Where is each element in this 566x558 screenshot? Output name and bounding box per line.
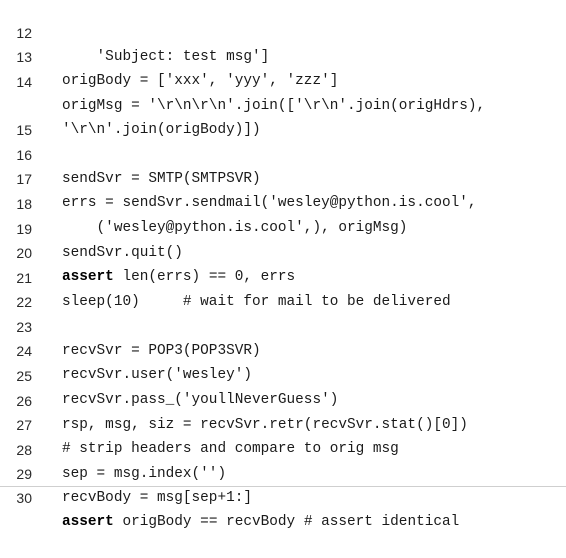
code-line: 28 sep = msg.index('') (0, 414, 226, 482)
line-code: '\r\n'.join(origBody)]) (62, 118, 261, 142)
line-number: 13 (16, 49, 32, 65)
line-number: 16 (16, 147, 32, 163)
code-line: 27 # strip headers and compare to orig m… (0, 389, 398, 457)
code-text: origBody = ['xxx', 'yyy', 'zzz'] (62, 73, 339, 89)
code-line: 17 errs = sendSvr.sendmail('wesley@pytho… (0, 143, 476, 211)
line-number: 15 (16, 122, 32, 138)
line-number: 26 (16, 393, 32, 409)
code-text: sleep(10) # wait for mail to be delivere… (62, 294, 451, 310)
code-text: sep = msg.index('') (62, 466, 227, 482)
code-line: 15 (0, 94, 35, 138)
code-line: 21 sleep(10) # wait for mail to be deliv… (0, 242, 450, 310)
line-number: 27 (16, 417, 32, 433)
code-text: '\r\n'.join(origBody)]) (62, 122, 261, 138)
code-line: 22 (0, 266, 35, 310)
line-code: recvSvr.user('wesley') (62, 363, 252, 387)
line-code: # strip headers and compare to orig msg (62, 437, 399, 461)
code-text: recvSvr = POP3(POP3SVR) (62, 343, 261, 359)
line-code: recvSvr.pass_('youllNeverGuess') (62, 388, 338, 412)
line-number: 28 (16, 442, 32, 458)
line-code: errs = sendSvr.sendmail('wesley@python.i… (62, 191, 477, 215)
line-code: 'Subject: test msg'] (62, 45, 270, 69)
line-number: 20 (16, 245, 32, 261)
line-code: sendSvr.quit() (62, 241, 183, 265)
line-code: recvBody = msg[sep+1:] (62, 486, 252, 510)
line-number: 17 (16, 171, 32, 187)
code-text: origBody == recvBody # assert identical (113, 514, 460, 530)
line-code: origMsg = '\r\n\r\n'.join(['\r\n'.join(o… (62, 94, 485, 118)
line-code: assert len(errs) == 0, errs (62, 265, 295, 289)
line-code: recvSvr = POP3(POP3SVR) (62, 339, 261, 363)
code-text: sendSvr = SMTP(SMTPSVR) (62, 171, 261, 187)
code-line: 19 sendSvr.quit() (0, 193, 182, 261)
line-number: 25 (16, 368, 32, 384)
code-text: rsp, msg, siz = recvSvr.retr(recvSvr.sta… (62, 417, 468, 433)
line-number: 23 (16, 319, 32, 335)
code-text: errs = sendSvr.sendmail('wesley@python.i… (62, 195, 477, 211)
code-line: 30 assert origBody == recvBody # assert … (0, 462, 459, 530)
code-line-continuation: '\r\n'.join(origBody)]) (0, 70, 261, 138)
line-number: 21 (16, 270, 32, 286)
line-code: ('wesley@python.is.cool',), origMsg) (62, 216, 408, 240)
code-text: len(errs) == 0, errs (113, 269, 296, 285)
line-number: 18 (16, 196, 32, 212)
code-line: 25 recvSvr.pass_('youllNeverGuess') (0, 340, 338, 408)
line-number: 14 (16, 74, 32, 90)
code-text: recvSvr.pass_('youllNeverGuess') (62, 392, 339, 408)
line-number: 19 (16, 221, 32, 237)
line-code: assert origBody == recvBody # assert ide… (62, 510, 459, 534)
line-code: sleep(10) # wait for mail to be delivere… (62, 290, 451, 314)
code-line: 12 'Subject: test msg'] (0, 0, 269, 65)
line-code: sep = msg.index('') (62, 462, 226, 486)
line-number: 22 (16, 294, 32, 310)
code-text: ('wesley@python.is.cool',), origMsg) (62, 220, 408, 236)
code-text: sendSvr.quit() (62, 245, 183, 261)
code-line: 29 recvBody = msg[sep+1:] (0, 438, 252, 506)
keyword-assert: assert (62, 269, 114, 285)
code-line: 23 recvSvr = POP3(POP3SVR) (0, 291, 260, 359)
code-line: 16 sendSvr = SMTP(SMTPSVR) (0, 119, 260, 187)
code-text: 'Subject: test msg'] (62, 49, 270, 65)
code-line: 24 recvSvr.user('wesley') (0, 315, 252, 383)
code-text: origMsg = '\r\n\r\n'.join(['\r\n'.join(o… (62, 98, 486, 114)
code-listing: 12 'Subject: test msg'] 13 origBody = ['… (0, 0, 566, 530)
line-number: 24 (16, 343, 32, 359)
code-text: recvBody = msg[sep+1:] (62, 490, 252, 506)
code-comment: # strip headers and compare to orig msg (62, 441, 399, 457)
code-line: 14 origMsg = '\r\n\r\n'.join(['\r\n'.joi… (0, 46, 485, 114)
code-line: 20 assert len(errs) == 0, errs (0, 217, 295, 285)
code-line: 13 origBody = ['xxx', 'yyy', 'zzz'] (0, 21, 338, 89)
code-line: 18 ('wesley@python.is.cool',), origMsg) (0, 168, 407, 236)
code-line: 26 rsp, msg, siz = recvSvr.retr(recvSvr.… (0, 365, 467, 433)
line-code: rsp, msg, siz = recvSvr.retr(recvSvr.sta… (62, 413, 468, 437)
line-number: 30 (16, 490, 32, 506)
bottom-rule (0, 486, 566, 487)
line-code: sendSvr = SMTP(SMTPSVR) (62, 167, 261, 191)
line-number: 12 (16, 25, 32, 41)
line-number: 29 (16, 466, 32, 482)
keyword-assert: assert (62, 514, 114, 530)
code-text: recvSvr.user('wesley') (62, 367, 252, 383)
line-code: origBody = ['xxx', 'yyy', 'zzz'] (62, 69, 338, 93)
